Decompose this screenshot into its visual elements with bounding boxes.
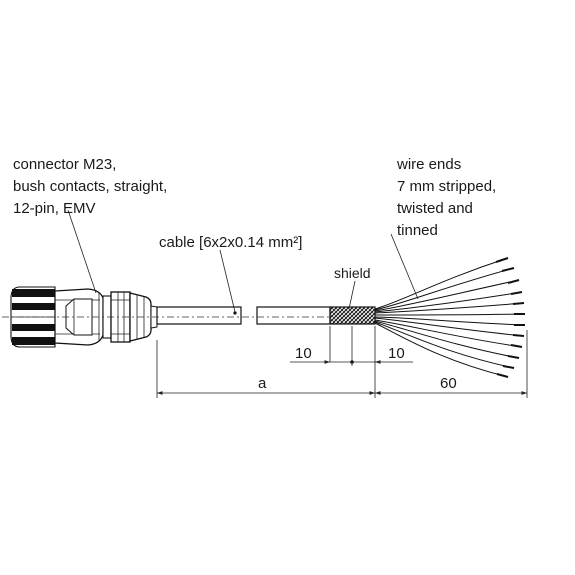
cable-label: cable [6x2x0.14 mm²] xyxy=(159,234,302,251)
dim-a-label: a xyxy=(258,375,267,392)
wire-ends xyxy=(374,257,526,378)
dim-60-label: 60 xyxy=(440,375,457,392)
cable-segment-left xyxy=(156,306,242,325)
cable-segment-right xyxy=(256,306,331,325)
shield-braid xyxy=(329,306,376,325)
leader-lines xyxy=(67,209,419,313)
dim-10-left-label: 10 xyxy=(295,345,312,362)
connector-label: connector M23, bush contacts, straight, … xyxy=(13,156,171,217)
cable-leader-dot xyxy=(233,311,237,315)
dim-10-right-label: 10 xyxy=(388,345,405,362)
shield-label: shield xyxy=(334,265,371,281)
wire-ends-label: wire ends 7 mm stripped, twisted and tin… xyxy=(396,156,500,239)
